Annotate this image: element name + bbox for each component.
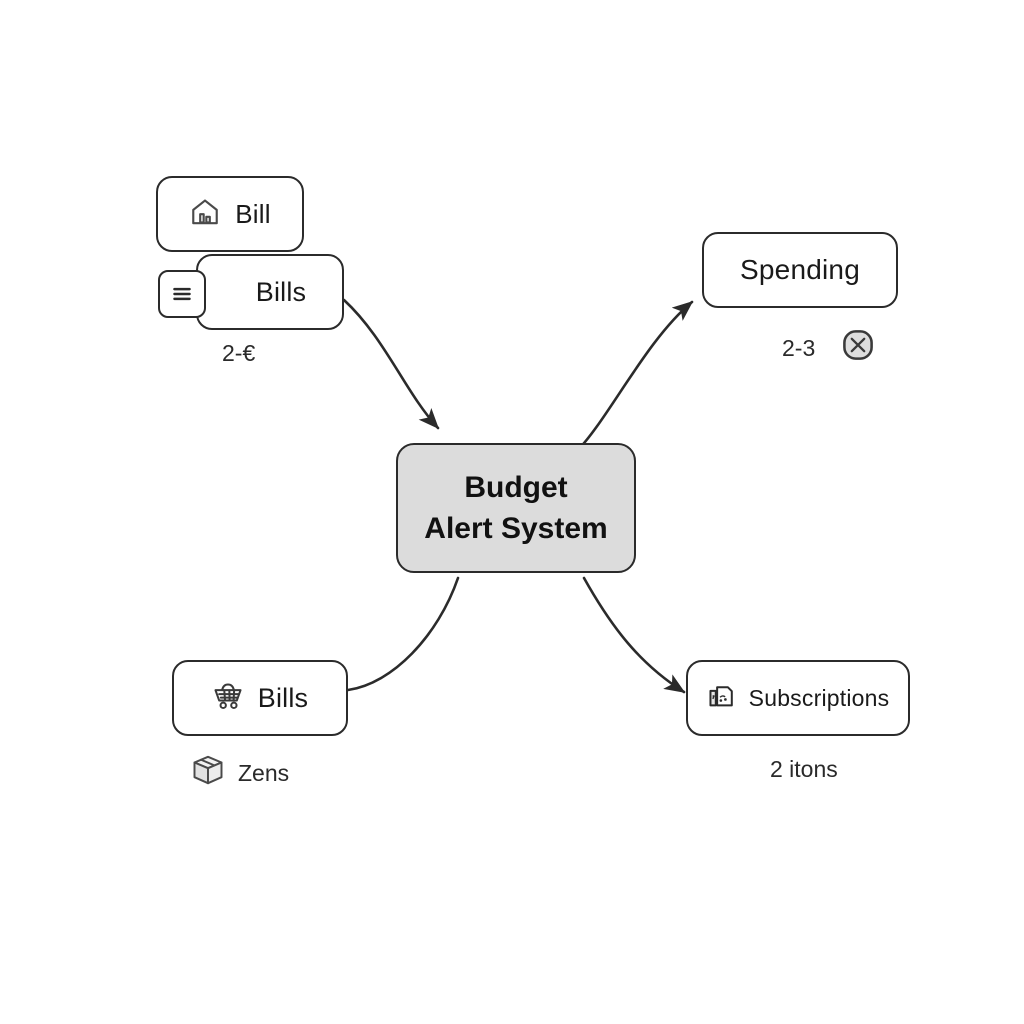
edge-bills-top-to-center: [342, 298, 440, 430]
center-node-line2: Alert System: [424, 512, 608, 545]
edge-center-to-subscriptions: [582, 576, 686, 694]
circle-x-icon: [841, 328, 875, 368]
documents-icon: [707, 680, 739, 717]
node-bill[interactable]: Bill: [156, 176, 304, 252]
center-node-text: Budget Alert System: [424, 467, 607, 550]
package-box-icon: [190, 752, 226, 794]
caption-spending: 2-3: [782, 328, 875, 368]
shopping-cart-icon: [212, 680, 244, 717]
node-bill-label: Bill: [235, 198, 271, 229]
edge-bills-bottom-to-center: [346, 576, 460, 692]
edge-center-to-spending: [574, 300, 694, 454]
node-spending-label: Spending: [740, 254, 860, 285]
caption-zens: Zens: [190, 752, 289, 794]
caption-subscriptions: 2 itons: [770, 756, 838, 783]
caption-bills-top: 2-€: [222, 340, 255, 367]
list-lines-icon[interactable]: [158, 270, 206, 318]
node-bills-bottom[interactable]: Bills: [172, 660, 348, 736]
home-chart-icon: [189, 196, 221, 233]
node-subscriptions[interactable]: Subscriptions: [686, 660, 910, 736]
node-spending[interactable]: Spending: [702, 232, 898, 308]
caption-zens-text: Zens: [238, 759, 290, 786]
node-bills-top[interactable]: Bills: [196, 254, 344, 330]
caption-bills-top-text: 2-€: [222, 340, 256, 366]
node-bills-top-label: Bills: [255, 276, 307, 307]
caption-subscriptions-text: 2 itons: [770, 756, 838, 782]
node-subscriptions-label: Subscriptions: [748, 684, 890, 711]
node-bills-bottom-label: Bills: [257, 682, 309, 713]
caption-spending-text: 2-3: [782, 334, 816, 361]
center-node-line1: Budget: [464, 470, 568, 504]
node-budget-alert-system[interactable]: Budget Alert System: [396, 443, 636, 573]
